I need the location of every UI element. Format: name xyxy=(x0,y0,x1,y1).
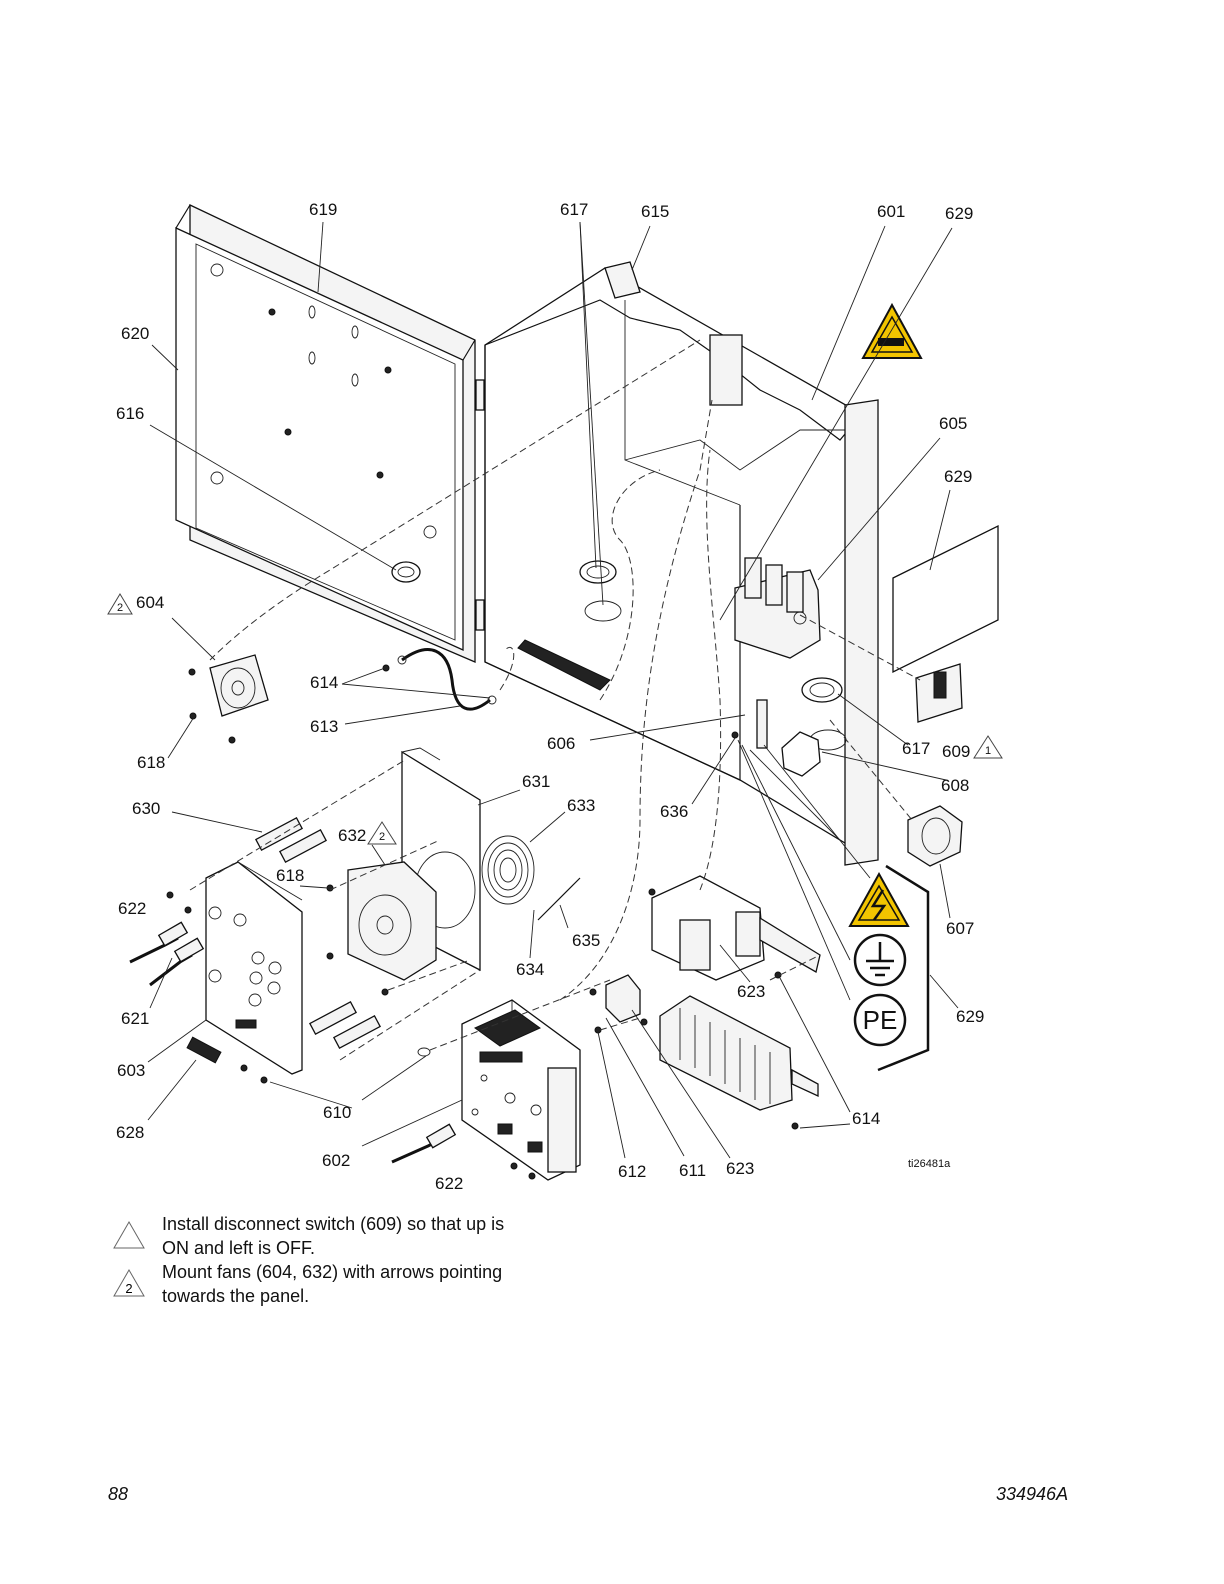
figure-reference: ti26481a xyxy=(908,1158,951,1170)
note-marker-2-fan-604: 2 xyxy=(107,593,133,615)
callout-614: 614 xyxy=(310,673,338,692)
label-group-bracket xyxy=(877,864,930,1072)
callout-633: 633 xyxy=(567,796,595,815)
callout-612: 612 xyxy=(618,1162,646,1181)
drive-602 xyxy=(461,999,581,1181)
callout-634: 634 xyxy=(516,960,544,979)
screws xyxy=(166,731,799,1180)
callout-622: 622 xyxy=(118,899,146,918)
note-1: Install disconnect switch (609) so that … xyxy=(108,1212,628,1260)
fan-604 xyxy=(188,654,269,744)
page-number: 88 xyxy=(108,1484,129,1504)
gland-nut xyxy=(781,731,821,777)
note-1-line-1: Install disconnect switch (609) so that … xyxy=(162,1214,505,1234)
callout-labels: 619 617 615 601 629 620 616 605 629 604 … xyxy=(116,200,984,1193)
fan-632 xyxy=(347,861,437,981)
callout-628: 628 xyxy=(116,1123,144,1142)
document-number: 334946A xyxy=(996,1484,1069,1504)
leader-lines xyxy=(147,221,959,1159)
callout-632: 632 xyxy=(338,826,366,845)
callout-617: 617 xyxy=(560,200,588,219)
protective-earth-symbol: PE xyxy=(853,993,907,1047)
cable-gland xyxy=(907,805,963,867)
callout-604: 604 xyxy=(136,593,164,612)
callout-609: 609 xyxy=(942,742,970,761)
callout-622: 622 xyxy=(435,1174,463,1193)
note-marker-2-fan-632: 2 xyxy=(367,821,397,845)
standoffs xyxy=(254,817,382,1049)
callout-610: 610 xyxy=(323,1103,351,1122)
callout-617: 617 xyxy=(902,739,930,758)
callout-601: 601 xyxy=(877,202,905,221)
callout-602: 602 xyxy=(322,1151,350,1170)
callout-636: 636 xyxy=(660,802,688,821)
callout-629: 629 xyxy=(945,204,973,223)
svg-text:2: 2 xyxy=(379,831,385,843)
probe-connectors xyxy=(129,921,457,1164)
callout-613: 613 xyxy=(310,717,338,736)
relay xyxy=(605,974,641,1023)
note-2-line-2: towards the panel. xyxy=(162,1286,310,1306)
callout-616: 616 xyxy=(116,404,144,423)
callout-607: 607 xyxy=(946,919,974,938)
callout-614: 614 xyxy=(852,1109,880,1128)
callout-623: 623 xyxy=(726,1159,754,1178)
terminal-blocks xyxy=(659,995,819,1111)
note-2-line-1: Mount fans (604, 632) with arrows pointi… xyxy=(162,1262,503,1282)
contactor xyxy=(651,875,821,981)
callout-629: 629 xyxy=(956,1007,984,1026)
hot-surface-warning-icon xyxy=(861,302,923,359)
note-1-line-2: ON and left is OFF. xyxy=(162,1238,316,1258)
switch-handle xyxy=(915,663,963,723)
callout-615: 615 xyxy=(641,202,669,221)
callout-608: 608 xyxy=(941,776,969,795)
note-2-triangle-icon: 2 xyxy=(113,1268,145,1297)
callout-630: 630 xyxy=(132,799,160,818)
callout-618: 618 xyxy=(276,866,304,885)
note-1-triangle-icon xyxy=(113,1220,145,1249)
note-2: 2 Mount fans (604, 632) with arrows poin… xyxy=(108,1260,628,1308)
label-plate xyxy=(892,524,999,674)
fan-guard xyxy=(481,835,535,905)
resistor-pack xyxy=(186,1036,222,1064)
callout-621: 621 xyxy=(121,1009,149,1028)
pe-text: PE xyxy=(863,1005,898,1035)
callout-606: 606 xyxy=(547,734,575,753)
power-board-603 xyxy=(205,861,303,1075)
callout-631: 631 xyxy=(522,772,550,791)
callout-619: 619 xyxy=(309,200,337,219)
assembly-lines xyxy=(189,339,921,1061)
svg-text:2: 2 xyxy=(117,602,123,614)
callout-629: 629 xyxy=(944,467,972,486)
callout-623: 623 xyxy=(737,982,765,1001)
callout-618: 618 xyxy=(137,753,165,772)
callout-620: 620 xyxy=(121,324,149,343)
callout-603: 603 xyxy=(117,1061,145,1080)
ground-cable xyxy=(382,648,497,711)
svg-text:1: 1 xyxy=(985,745,991,757)
ground-symbol-icon xyxy=(853,933,907,987)
door-panel xyxy=(175,203,485,663)
callout-605: 605 xyxy=(939,414,967,433)
electrical-hazard-icon xyxy=(848,871,910,927)
callout-635: 635 xyxy=(572,931,600,950)
callout-611: 611 xyxy=(679,1161,706,1180)
assembly-notes: Install disconnect switch (609) so that … xyxy=(108,1212,628,1308)
note-marker-1-switch-609: 1 xyxy=(973,735,1003,759)
svg-text:2: 2 xyxy=(125,1281,132,1296)
